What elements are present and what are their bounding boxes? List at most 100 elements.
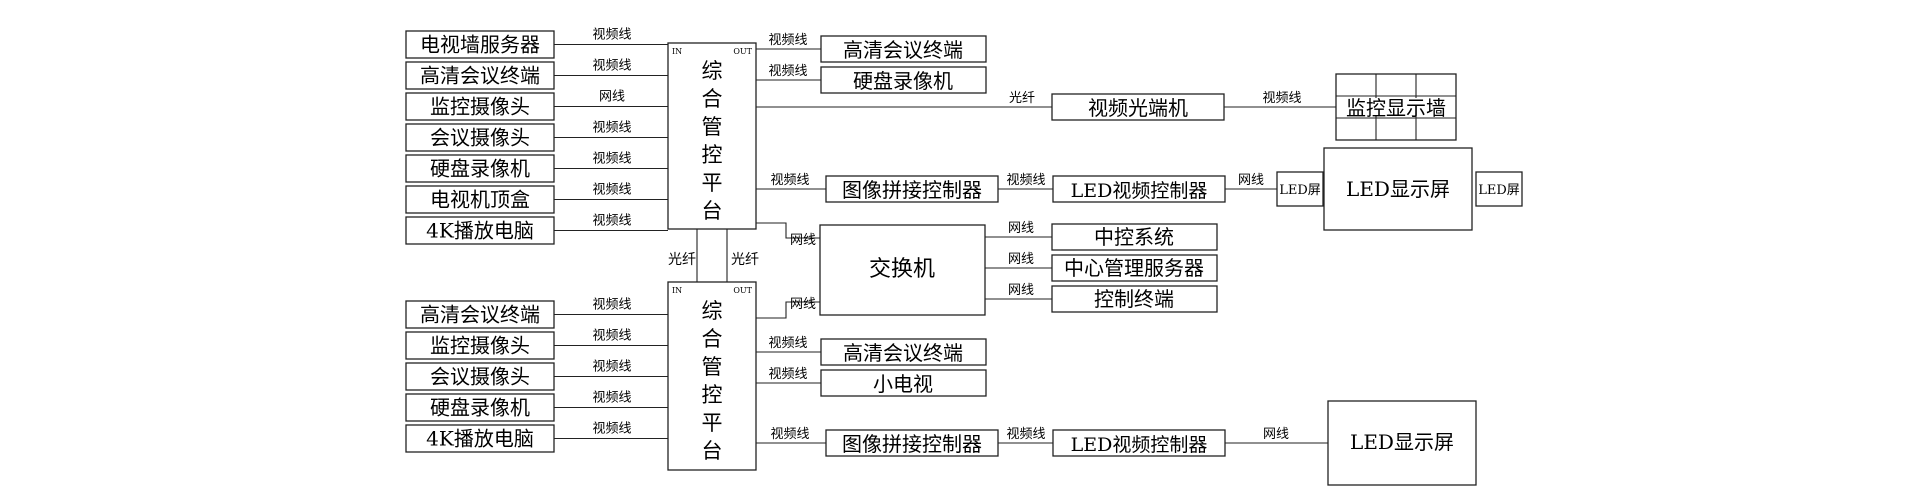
top-input-device-box bbox=[405, 154, 555, 183]
svg-text:控: 控 bbox=[702, 143, 723, 167]
bottom-input-device-label: 监控摄像头 bbox=[430, 334, 530, 358]
bottom-input-link-label: 视频线 bbox=[592, 298, 631, 313]
switch-output-devices: 网线中控系统网线中心管理服务器网线控制终端 bbox=[985, 221, 1218, 313]
top-led-controller-label: LED视频控制器 bbox=[1071, 180, 1208, 202]
top-platform-box bbox=[667, 42, 757, 230]
svg-text:综: 综 bbox=[702, 59, 723, 83]
top-input-device-box bbox=[405, 92, 555, 121]
switch-link-label: 网线 bbox=[1008, 283, 1034, 298]
bottom-input-device-box bbox=[405, 331, 555, 360]
svg-text:管: 管 bbox=[702, 115, 723, 139]
bottom-input-device-label: 会议摄像头 bbox=[430, 365, 530, 389]
monitor-wall: 监控显示墙 bbox=[1335, 73, 1457, 141]
link-label: 视频线 bbox=[1262, 91, 1301, 106]
svg-text:控: 控 bbox=[702, 383, 723, 407]
bottom-splicer bbox=[825, 429, 999, 457]
led-small-right bbox=[1475, 171, 1523, 207]
svg-text:台: 台 bbox=[702, 439, 723, 463]
bottom-input-device-label: 硬盘录像机 bbox=[430, 396, 530, 420]
link-label: 视频线 bbox=[768, 336, 807, 351]
top-input-device-box bbox=[405, 30, 555, 59]
top-led-screen-label: LED显示屏 bbox=[1346, 177, 1450, 201]
link-label: 网线 bbox=[1263, 427, 1289, 442]
top-splicer-label: 图像拼接控制器 bbox=[842, 178, 982, 202]
svg-text:合: 合 bbox=[702, 327, 723, 351]
link-label: 视频线 bbox=[768, 33, 807, 48]
led-small-left bbox=[1276, 171, 1324, 207]
link-label: 光纤 bbox=[1009, 91, 1035, 106]
top-input-link-label: 视频线 bbox=[592, 183, 631, 198]
bottom-led-controller bbox=[1052, 429, 1226, 457]
top-platform-out: OUT bbox=[733, 47, 752, 56]
switch-output-box bbox=[1051, 285, 1218, 313]
optical-transceiver bbox=[1051, 93, 1225, 121]
link-label: 视频线 bbox=[1006, 427, 1045, 442]
svg-text:管: 管 bbox=[702, 355, 723, 379]
top-input-device-label: 4K播放电脑 bbox=[426, 219, 534, 243]
link-label: 视频线 bbox=[770, 427, 809, 442]
switch-output-box bbox=[1051, 254, 1218, 282]
top-input-link-label: 视频线 bbox=[592, 59, 631, 74]
top-input-device-label: 硬盘录像机 bbox=[430, 157, 530, 181]
bottom-led-screen-label: LED显示屏 bbox=[1350, 430, 1454, 454]
top-input-link-label: 视频线 bbox=[592, 28, 631, 43]
link-label: 视频线 bbox=[768, 367, 807, 382]
bottom-input-device-label: 4K播放电脑 bbox=[426, 427, 534, 451]
led-small-right-label: LED屏 bbox=[1478, 183, 1520, 198]
bottom-led-screen bbox=[1327, 400, 1477, 486]
top-input-devices: 电视墙服务器视频线高清会议终端视频线监控摄像头网线会议摄像头视频线硬盘录像机视频… bbox=[405, 28, 668, 245]
bottom-platform-out: OUT bbox=[733, 286, 752, 295]
link-label: 视频线 bbox=[770, 173, 809, 188]
bottom-input-device-box bbox=[405, 393, 555, 422]
switch-link-label: 网线 bbox=[1008, 252, 1034, 267]
top-input-device-box bbox=[405, 123, 555, 152]
network-switch bbox=[819, 224, 986, 316]
svg-text:平: 平 bbox=[702, 171, 723, 195]
bottom-input-link-label: 视频线 bbox=[592, 391, 631, 406]
top-out-recorder bbox=[820, 66, 987, 94]
link-label: 网线 bbox=[790, 297, 816, 312]
fiber-label-right: 光纤 bbox=[731, 252, 759, 268]
bottom-led-controller-label: LED视频控制器 bbox=[1071, 434, 1208, 456]
switch-output-label: 控制终端 bbox=[1094, 287, 1174, 311]
top-out-recorder-label: 硬盘录像机 bbox=[853, 69, 953, 93]
top-input-device-label: 会议摄像头 bbox=[430, 126, 530, 150]
network-switch-label: 交换机 bbox=[869, 257, 935, 282]
svg-text:平: 平 bbox=[702, 411, 723, 435]
led-small-left-label: LED屏 bbox=[1279, 183, 1321, 198]
top-out-hd-terminal-label: 高清会议终端 bbox=[843, 38, 963, 62]
bottom-splicer-label: 图像拼接控制器 bbox=[842, 432, 982, 456]
link-label: 视频线 bbox=[1006, 173, 1045, 188]
switch-link-label: 网线 bbox=[1008, 221, 1034, 236]
top-input-link-label: 视频线 bbox=[592, 121, 631, 136]
bottom-out-hd-terminal-label: 高清会议终端 bbox=[843, 341, 963, 365]
bottom-platform-label: 综 合 管 控 平 台 bbox=[702, 299, 723, 463]
bottom-platform-in: IN bbox=[672, 286, 682, 295]
bottom-platform-box bbox=[667, 281, 757, 471]
top-input-link-label: 视频线 bbox=[592, 214, 631, 229]
bottom-input-device-box bbox=[405, 424, 555, 453]
top-platform-in: IN bbox=[672, 47, 682, 56]
top-input-device-label: 高清会议终端 bbox=[420, 64, 540, 88]
link-label: 视频线 bbox=[768, 64, 807, 79]
link-label: 网线 bbox=[790, 233, 816, 248]
bottom-out-hd-terminal bbox=[820, 338, 987, 366]
svg-text:合: 合 bbox=[702, 87, 723, 111]
top-out-hd-terminal bbox=[820, 35, 987, 63]
bottom-out-small-tv bbox=[820, 369, 987, 397]
top-input-device-label: 电视墙服务器 bbox=[420, 33, 540, 57]
top-platform-label: 综 合 管 控 平 台 bbox=[702, 59, 723, 223]
switch-output-label: 中控系统 bbox=[1094, 225, 1174, 249]
top-input-device-label: 监控摄像头 bbox=[430, 95, 530, 119]
switch-output-box bbox=[1051, 223, 1218, 251]
top-input-device-label: 电视机顶盒 bbox=[430, 188, 530, 212]
top-input-link-label: 视频线 bbox=[592, 152, 631, 167]
top-input-link-label: 网线 bbox=[599, 90, 625, 105]
fiber-label-left: 光纤 bbox=[668, 252, 696, 268]
switch-output-label: 中心管理服务器 bbox=[1064, 256, 1204, 280]
bottom-input-device-box bbox=[405, 362, 555, 391]
bottom-out-small-tv-label: 小电视 bbox=[873, 372, 933, 396]
monitor-wall-label: 监控显示墙 bbox=[1346, 96, 1446, 120]
optical-transceiver-label: 视频光端机 bbox=[1088, 96, 1188, 120]
top-input-device-box bbox=[405, 216, 555, 245]
